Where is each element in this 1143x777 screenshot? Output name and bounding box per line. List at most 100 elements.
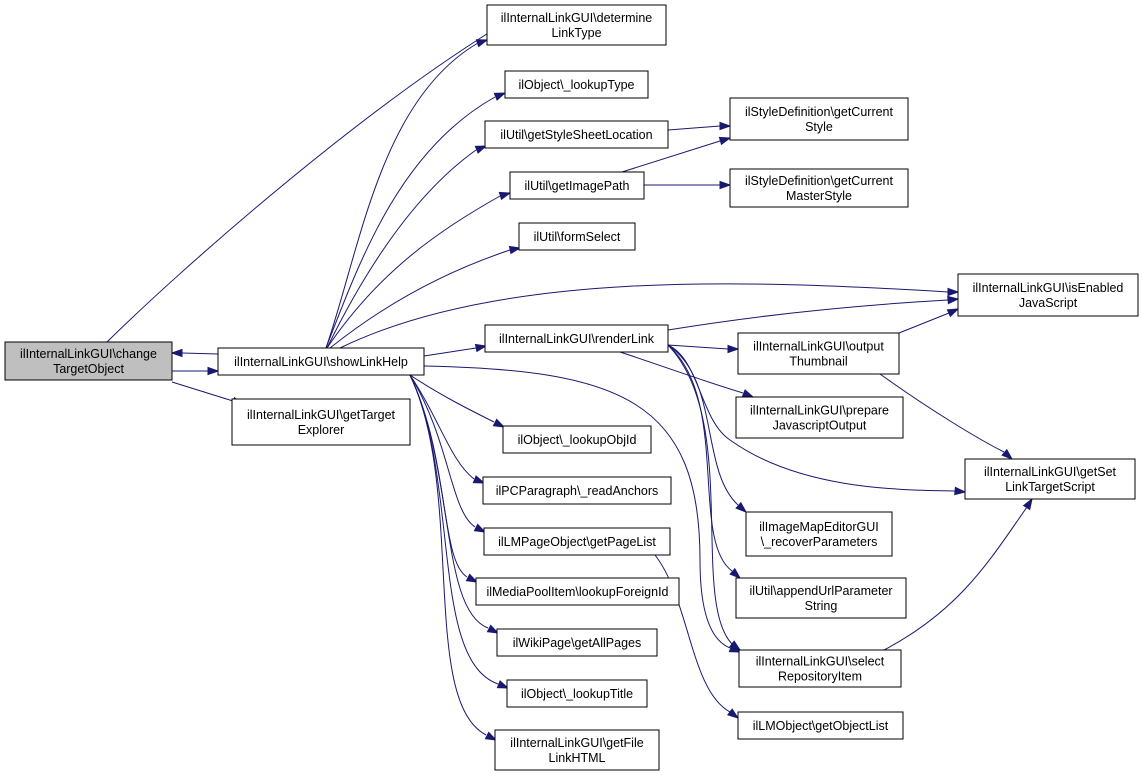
edge-line [667,299,949,331]
arrowhead-icon [718,136,732,146]
node-getObjectList[interactable]: ilLMObject\getObjectList [737,711,904,740]
edge-line [106,31,491,343]
edge-line [325,42,479,349]
arrowhead-icon [486,624,500,634]
arrowhead-icon [474,145,488,154]
node-box [504,70,649,99]
arrowhead-icon [719,121,732,131]
edge-renderLink-to-appendUrlParameterString [667,344,742,579]
node-box [475,577,680,606]
node-label-line: ilPCParagraph\_readAnchors [496,484,659,498]
node-box [735,396,904,439]
arrowhead-icon [735,501,748,513]
arrowhead-icon [493,92,507,101]
node-prepareJavascriptOutput[interactable]: ilInternalLinkGUI\prepareJavascriptOutpu… [735,396,904,439]
node-box [729,97,909,141]
node-box [482,476,672,505]
node-label-line: ilInternalLinkGUI\showLinkHelp [234,355,408,369]
arrowhead-icon [170,348,183,358]
edge-showLinkHelp-to-getFileLinkHTML [409,374,498,741]
node-label-line: ilInternalLinkGUI\getFile [510,736,643,750]
node-box [217,347,425,376]
node-formSelect[interactable]: ilUtil\formSelect [518,222,636,251]
node-label-line: ilUtil\formSelect [534,230,621,244]
node-label-line: ilObject\_lookupObjId [518,433,637,447]
edge-showLinkHelp-to-determineLinkType [325,39,489,349]
node-box [494,729,660,771]
node-box [486,4,667,46]
edge-showLinkHelp-to-lookupForeignId [409,374,479,583]
node-getImagePath[interactable]: ilUtil\getImagePath [509,171,645,200]
arrowhead-icon [465,573,479,583]
node-box [957,273,1139,317]
node-box [738,649,902,688]
node-getStyleSheetLocation[interactable]: ilUtil\getStyleSheetLocation [484,120,669,149]
node-box [735,577,907,619]
arrowhead-icon [473,523,487,533]
node-lookupType[interactable]: ilObject\_lookupType [504,70,649,99]
node-label-line: ilObject\_lookupType [518,78,634,92]
edge-changeTarget-to-determineLinkType [106,31,491,343]
edge-line [325,96,496,349]
edge-line [409,374,495,423]
node-box [737,711,904,740]
arrowhead-icon [727,708,740,719]
node-label-line: ilInternalLinkGUI\getTarget [247,408,396,422]
node-lookupForeignId[interactable]: ilMediaPoolItem\lookupForeignId [475,577,680,606]
node-label-line: ilLMPageObject\getPageList [498,535,656,549]
edge-line [329,249,511,349]
node-box [509,171,645,200]
edge-line [883,506,1028,651]
node-renderLink[interactable]: ilInternalLinkGUI\renderLink [484,324,669,353]
node-label-line: String [805,599,838,613]
arrowhead-icon [1022,497,1033,511]
edge-changeTarget-to-showLinkHelp [172,366,220,376]
edge-line [667,344,733,572]
edge-line [654,554,731,713]
edge-line [898,312,950,334]
node-showLinkHelp[interactable]: ilInternalLinkGUI\showLinkHelp [217,347,425,376]
node-label-line: ilInternalLinkGUI\isEnabled [973,281,1124,295]
node-box [745,511,893,557]
arrowhead-icon [947,295,960,305]
node-label-line: ilInternalLinkGUI\renderLink [499,332,655,346]
edge-line [409,374,487,736]
edge-line [667,344,733,645]
node-label-line: ilInternalLinkGUI\determine [501,11,653,25]
edge-line [619,351,744,394]
node-getAllPages[interactable]: ilWikiPage\getAllPages [496,628,658,657]
node-lookupTitle[interactable]: ilObject\_lookupTitle [506,679,648,708]
node-getPageList[interactable]: ilLMPageObject\getPageList [483,527,671,556]
node-box [964,458,1136,500]
edge-line [423,365,731,649]
edge-line [667,125,721,131]
node-lookupObjId[interactable]: ilObject\_lookupObjId [502,425,652,454]
node-box [484,324,669,353]
node-readAnchors[interactable]: ilPCParagraph\_readAnchors [482,476,672,505]
edge-line [409,374,475,480]
node-recoverParameters[interactable]: ilImageMapEditorGUI\_recoverParameters [745,511,893,557]
node-label-line: ilInternalLinkGUI\prepare [750,404,889,418]
edge-getImagePath-to-getCurrentStyle [621,136,732,173]
node-label-line: ilWikiPage\getAllPages [513,636,642,650]
node-box [518,222,636,251]
node-label-line: ilInternalLinkGUI\change [20,347,157,361]
node-label-line: ilStyleDefinition\getCurrent [745,174,894,188]
edge-showLinkHelp-to-renderLink [423,343,488,357]
edge-getImagePath-to-getCurrentMasterStyle [644,180,732,190]
edge-line [667,344,729,350]
arrowhead-icon [729,567,742,579]
node-box [483,527,671,556]
